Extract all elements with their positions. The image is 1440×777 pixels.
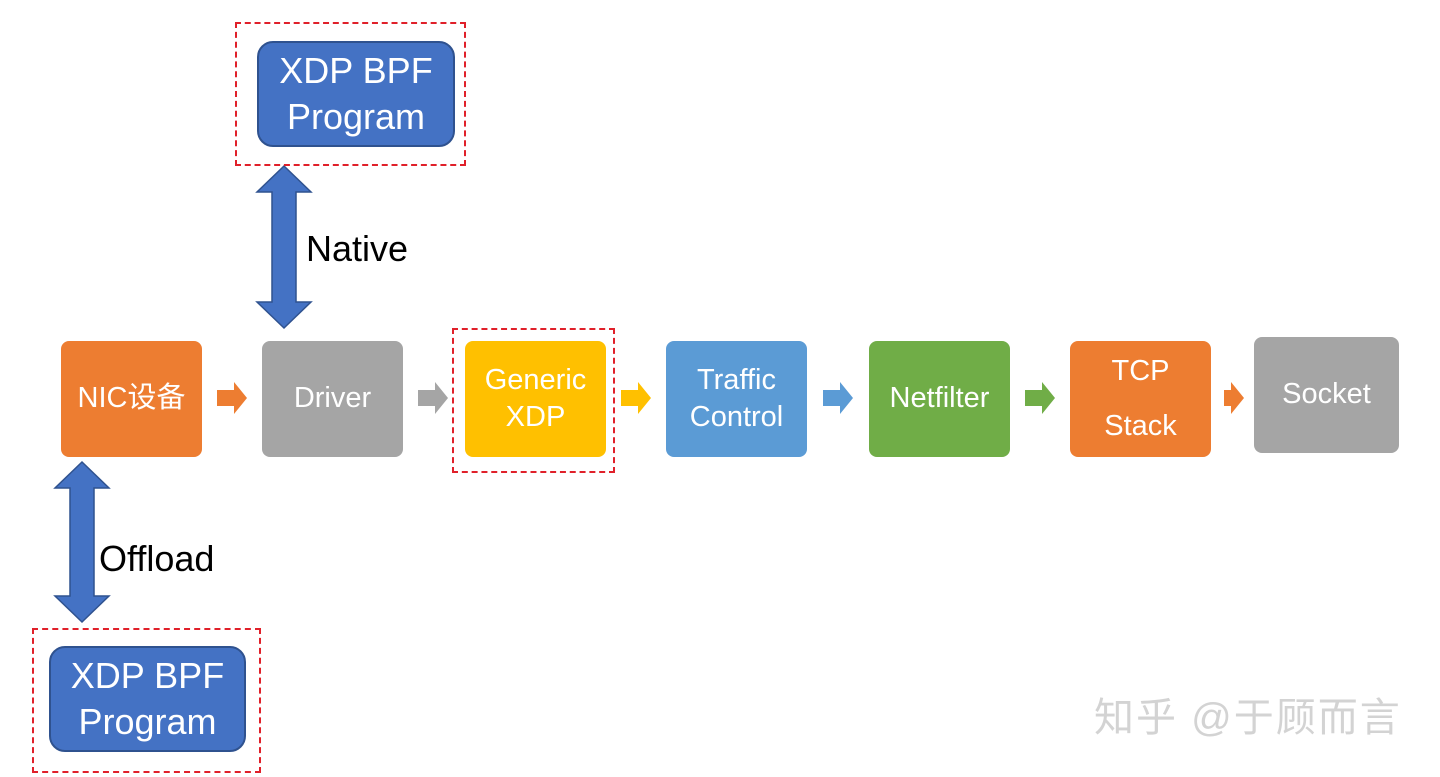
driver-box: Driver — [262, 341, 403, 457]
watermark-text: 知乎 @于顾而言 — [1094, 696, 1402, 740]
arrow-netfilter-to-tcp — [1025, 382, 1055, 414]
offload-mode-label: Offload — [99, 538, 215, 579]
native-mode-label: Native — [306, 228, 409, 269]
tcp-stack-box: TCP Stack — [1070, 341, 1211, 457]
native-double-arrow — [255, 164, 313, 330]
native-program-frame — [235, 22, 466, 166]
arrow-nic-to-driver — [217, 382, 247, 414]
arrow-generic-to-traffic — [621, 382, 651, 414]
native-xdp-bpf-program-box: XDP BPF Program — [257, 41, 455, 147]
socket-box: Socket — [1254, 337, 1399, 453]
generic-xdp-box: Generic XDP — [465, 341, 606, 457]
offload-double-arrow — [53, 460, 111, 624]
arrow-traffic-to-netfilter — [823, 382, 853, 414]
generic-xdp-frame — [452, 328, 615, 473]
offload-xdp-bpf-program-box: XDP BPF Program — [49, 646, 246, 752]
offload-program-frame — [32, 628, 261, 773]
arrow-tcp-to-socket — [1224, 382, 1244, 414]
netfilter-box: Netfilter — [869, 341, 1010, 457]
arrow-driver-to-generic — [418, 382, 448, 414]
traffic-control-box: Traffic Control — [666, 341, 807, 457]
nic-device-box: NIC设备 — [61, 341, 202, 457]
